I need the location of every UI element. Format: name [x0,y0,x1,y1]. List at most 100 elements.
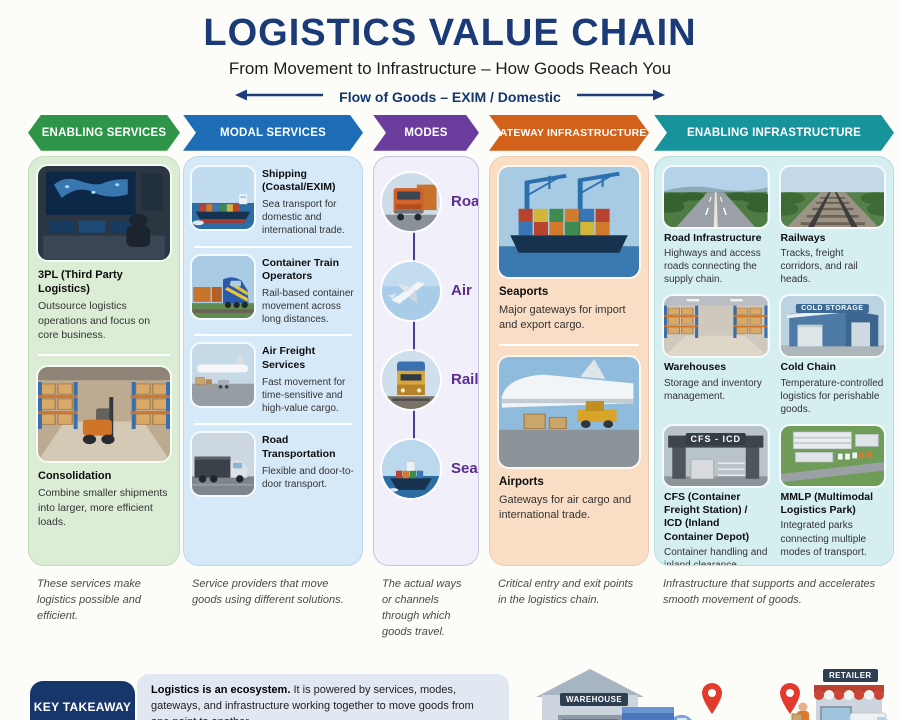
location-pin-icon [780,682,800,714]
column-modal-services: Shipping (Coastal/EXIM) Sea transport fo… [183,155,363,566]
list-item: Air Freight Services Fast movement for t… [192,344,354,415]
item-title: Railways [780,231,826,244]
flow-label: Flow of Goods – EXIM / Domestic [339,88,561,105]
item-desc: Tracks, freight corridors, and rail head… [780,247,858,286]
item-desc: Fast movement for time-sensitive and hig… [262,376,346,415]
grid-cell: COLD STORAGE Cold Chain Temperature-cont… [780,296,884,416]
flow-arrow-left-icon [235,88,325,106]
column-banners: ENABLING SERVICES MODAL SERVICES MODES G… [0,115,900,151]
divider [194,423,352,426]
item-title: Cold Chain [780,361,836,374]
mode-road: Road [382,172,478,231]
item-desc: Temperature-controlled logistics for per… [780,377,884,415]
item-title: Road Infrastructure [664,231,762,244]
cargo-ship-image [192,166,254,229]
page-subtitle: From Movement to Infrastructure – How Go… [228,58,672,78]
column-footnotes: These services make logistics possible a… [0,577,900,641]
warehouse-sign: WAREHOUSE [560,692,629,706]
item-title: Container Train Operators [262,256,340,283]
cold-storage-image: COLD STORAGE [780,296,884,357]
railway-image [780,166,884,227]
cfs-icd-gate-image: CFS - ICD [664,426,768,487]
mode-air: Air [382,261,472,320]
container-train-image [192,255,254,318]
banner-enabling-services: ENABLING SERVICES [28,115,180,151]
column-modes: Road Air Rail Sea [373,155,479,566]
footnote-modes: The actual ways or channels through whic… [382,577,462,638]
item-title: Air Freight Services [262,345,316,372]
retailer-building [814,684,884,720]
item-desc: Combine smaller shipments into larger, m… [38,487,168,529]
key-takeaway-body: It is powered by services, modes, gatewa… [151,683,474,720]
location-pin-icon [702,682,722,714]
mode-label: Sea [451,460,478,478]
mode-label: Rail [451,371,479,389]
air-mode-image [382,261,440,320]
mode-label: Air [451,282,472,300]
key-takeaway-lead: Logistics is an ecosystem. [151,683,291,696]
bottom-section: KEY TAKEAWAY Logistics is an ecosystem. … [0,657,900,720]
item-title: Warehouses [664,361,727,374]
page-title: LOGISTICS VALUE CHAIN [203,12,697,54]
banner-gateway-infrastructure: GATEWAY INFRASTRUCTURE [489,115,649,151]
airport-cargo-image [499,357,639,468]
road-truck-image [192,433,254,496]
divider [499,344,639,347]
item-desc: Sea transport for domestic and internati… [262,199,345,237]
list-item: Road Transportation Flexible and door-to… [192,433,354,496]
grid-cell: Warehouses Storage and inventory managem… [664,296,768,416]
grid-cell: MMLP (Multimodal Logistics Park) Integra… [780,426,884,565]
grid-cell: Road Infrastructure Highways and access … [664,166,768,287]
banner-enabling-infrastructure: ENABLING INFRASTRUCTURE [654,115,894,151]
item-desc: Highways and access roads connecting the… [664,247,761,286]
item-title: MMLP (Multimodal Logistics Park) [780,491,874,517]
item-desc: Major gateways for import and export car… [499,303,626,331]
footnote-gateway-infrastructure: Critical entry and exit points in the lo… [498,577,634,606]
item-desc: Outsource logistics operations and focus… [38,300,151,342]
warehouse-forklift-image [38,366,170,461]
flow-arrow-right-icon [575,88,665,106]
item-title: CFS (Container Freight Station) / ICD (I… [664,491,750,543]
banner-modal-services: MODAL SERVICES [183,115,363,151]
highway-image [664,166,768,227]
cold-storage-sign: COLD STORAGE [796,304,869,314]
item-title: Shipping (Coastal/EXIM) [262,167,336,194]
grid-cell: CFS - ICD CFS (Container Freight Station… [664,426,768,566]
item-title: Airports [499,476,544,489]
delivery-person [791,702,809,720]
divider [194,334,352,337]
columns: 3PL (Third Party Logistics) Outsource lo… [0,155,900,566]
sea-mode-image [382,439,440,498]
seaport-image [499,166,639,277]
column-enabling-infrastructure: Road Infrastructure Highways and access … [654,155,894,566]
item-title: Road Transportation [262,434,336,460]
cfs-icd-sign: CFS - ICD [685,433,746,446]
item-desc: Integrated parks connecting multiple mod… [780,520,867,558]
control-room-image [38,165,170,260]
air-freight-image [192,344,254,407]
item-title: Seaports [499,285,549,298]
footnote-modal-services: Service providers that move goods using … [192,577,344,606]
key-takeaway-text: Logistics is an ecosystem. It is powered… [137,673,509,720]
grid-cell: Railways Tracks, freight corridors, and … [780,166,884,287]
mode-sea: Sea [382,439,478,498]
footnote-enabling-infrastructure: Infrastructure that supports and acceler… [663,577,876,606]
retailer-sign: RETAILER [823,668,878,682]
item-desc: Rail-based container movement across lon… [262,287,354,326]
flow-of-goods-row: Flow of Goods – EXIM / Domestic [0,88,900,106]
divider [38,353,170,356]
divider [194,245,352,248]
item-desc: Flexible and door-to-door transport. [262,465,354,490]
key-takeaway-badge: KEY TAKEAWAY [30,680,135,720]
list-item: Container Train Operators Rail-based con… [192,255,354,327]
warehouse-to-retailer-illustration: WAREHOUSE RETAILER [534,657,894,720]
item-desc: Container handling and inland clearance. [664,546,768,566]
mmlp-aerial-image [780,426,884,487]
road-mode-image [382,172,440,231]
item-desc: Gateways for air cargo and international… [499,494,632,522]
header: LOGISTICS VALUE CHAIN From Movement to I… [0,0,900,106]
column-gateway-infrastructure: Seaports Major gateways for import and e… [489,155,649,566]
mode-rail: Rail [382,350,478,409]
item-desc: Storage and inventory management. [664,377,762,402]
